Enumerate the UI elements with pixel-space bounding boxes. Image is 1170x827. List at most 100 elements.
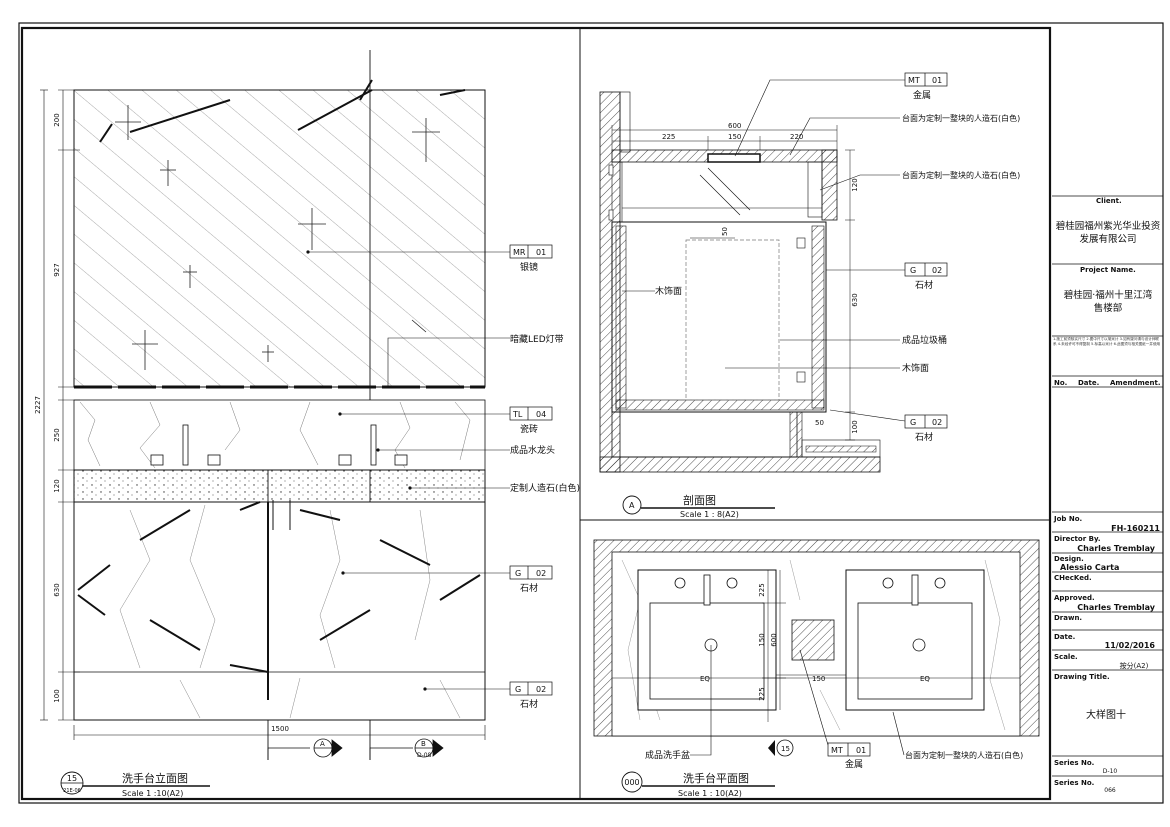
svg-text:石材: 石材: [520, 582, 538, 594]
svg-text:50: 50: [721, 227, 729, 236]
svg-text:EQ: EQ: [920, 675, 930, 683]
svg-text:Drawn.: Drawn.: [1054, 614, 1082, 622]
faucet-label: 成品水龙头: [510, 444, 555, 456]
svg-text:Client.: Client.: [1096, 197, 1122, 205]
svg-text:MT: MT: [908, 76, 920, 85]
svg-text:台面为定制一整块的人造石(白色): 台面为定制一整块的人造石(白色): [902, 170, 1020, 180]
svg-text:金属: 金属: [845, 758, 863, 770]
svg-text:Date.: Date.: [1078, 379, 1099, 387]
elevation-title: 洗手台立面图: [122, 771, 188, 785]
svg-text:Design.: Design.: [1054, 555, 1084, 563]
svg-text:100: 100: [851, 420, 859, 433]
approver: Charles Tremblay: [1077, 603, 1156, 612]
svg-text:台面为定制一整块的人造石(白色): 台面为定制一整块的人造石(白色): [905, 750, 1023, 760]
client-line2: 发展有限公司: [1079, 233, 1136, 245]
svg-text:600: 600: [728, 122, 741, 130]
svg-text:50: 50: [815, 419, 824, 427]
svg-text:石材: 石材: [520, 698, 538, 710]
svg-text:01: 01: [536, 248, 546, 257]
svg-text:225: 225: [662, 133, 675, 141]
svg-text:Amendment.: Amendment.: [1110, 379, 1160, 387]
svg-text:Approved.: Approved.: [1054, 594, 1095, 602]
svg-text:225: 225: [758, 687, 766, 700]
svg-text:G: G: [515, 569, 521, 578]
svg-text:15: 15: [781, 745, 790, 753]
project-line1: 碧桂园·福州十里江湾: [1064, 289, 1153, 301]
svg-text:150: 150: [758, 633, 766, 646]
notes: 1.施工前须核实尺寸 2.图中尺寸以毫米计 3.如有疑问请与设计师联系 4.未经…: [1053, 337, 1161, 346]
metal-label: 金属: [913, 89, 931, 101]
basin-label: 成品洗手盆: [645, 749, 690, 761]
svg-text:000: 000: [624, 778, 639, 787]
svg-text:D-08: D-08: [417, 752, 432, 759]
svg-text:CHecKed.: CHecKed.: [1054, 574, 1092, 582]
svg-text:04: 04: [536, 410, 546, 419]
date: 11/02/2016: [1105, 641, 1156, 650]
section-view: 600 225 150 220 120 50 630 100 50 MT 01 …: [599, 72, 1020, 519]
drawing-title: 大样图十: [1086, 708, 1126, 721]
plan-scale: Scale 1 : 10(A2): [678, 789, 742, 798]
dim-2227: 2227: [34, 396, 42, 414]
bin-label: 成品垃圾桶: [902, 334, 947, 346]
director: Charles Tremblay: [1077, 544, 1156, 553]
led-label: 暗藏LED灯带: [510, 333, 564, 345]
svg-text:225: 225: [758, 583, 766, 596]
client-line1: 碧桂园福州紫光华业投资: [1056, 220, 1161, 232]
svg-text:600: 600: [770, 633, 778, 646]
stone-white-label: 定制人造石(白色): [510, 482, 580, 494]
svg-text:G: G: [910, 266, 916, 275]
title-block: Client. 碧桂园福州紫光华业投资 发展有限公司 Project Name.…: [1052, 195, 1163, 794]
series-number: D-10: [1103, 768, 1118, 775]
svg-text:21E-06: 21E-06: [63, 788, 81, 794]
wood-label: 木饰面: [655, 285, 682, 297]
svg-text:02: 02: [536, 569, 546, 578]
marker-b: B: [421, 740, 426, 748]
dim-120: 120: [53, 479, 61, 492]
svg-text:TL: TL: [512, 410, 523, 419]
counter-stone: [73, 469, 486, 503]
svg-text:220: 220: [790, 133, 803, 141]
drawing-frame: [20, 26, 1052, 801]
plan-title: 洗手台平面图: [683, 771, 749, 785]
svg-text:MT: MT: [831, 746, 843, 755]
dim-630: 630: [53, 583, 61, 596]
dim-100: 100: [53, 689, 61, 702]
job-number: FH-160211: [1111, 524, 1160, 533]
dim-250: 250: [53, 428, 61, 441]
svg-text:01: 01: [932, 76, 942, 85]
svg-text:Drawing Title.: Drawing Title.: [1054, 673, 1110, 681]
svg-text:A: A: [629, 501, 635, 510]
svg-text:02: 02: [932, 418, 942, 427]
svg-text:G: G: [910, 418, 916, 427]
svg-text:Director By.: Director By.: [1054, 535, 1101, 543]
svg-text:02: 02: [536, 685, 546, 694]
svg-text:01: 01: [856, 746, 866, 755]
outer-frame: [18, 22, 1164, 804]
svg-text:02: 02: [932, 266, 942, 275]
svg-text:Project Name.: Project Name.: [1080, 266, 1136, 274]
mirror-label: 银镜: [520, 261, 538, 273]
dim-927: 927: [53, 263, 61, 276]
elevation-scale: Scale 1 :10(A2): [122, 789, 183, 798]
sheet-number: 066: [1104, 787, 1116, 794]
section-scale: Scale 1 : 8(A2): [680, 510, 739, 519]
tile-band: [73, 399, 486, 471]
svg-text:Date.: Date.: [1054, 633, 1075, 641]
svg-text:150: 150: [728, 133, 741, 141]
svg-text:120: 120: [851, 178, 859, 191]
dim-1500: 1500: [271, 725, 289, 733]
scale: 按分(A2): [1120, 661, 1149, 670]
svg-text:150: 150: [812, 675, 825, 683]
svg-text:Series No.: Series No.: [1054, 759, 1094, 767]
elevation-view: 200 927 250 120 630 100 2227 1500 MR 01 …: [34, 50, 580, 798]
tile-label: 瓷砖: [520, 423, 538, 435]
mirror-panel: [73, 89, 486, 388]
svg-text:木饰面: 木饰面: [902, 362, 929, 374]
svg-text:石材: 石材: [915, 431, 933, 443]
svg-text:15: 15: [67, 774, 77, 783]
svg-text:Job No.: Job No.: [1053, 515, 1082, 523]
svg-text:No.: No.: [1054, 379, 1067, 387]
section-title: 剖面图: [683, 493, 716, 507]
dim-200: 200: [53, 113, 61, 126]
